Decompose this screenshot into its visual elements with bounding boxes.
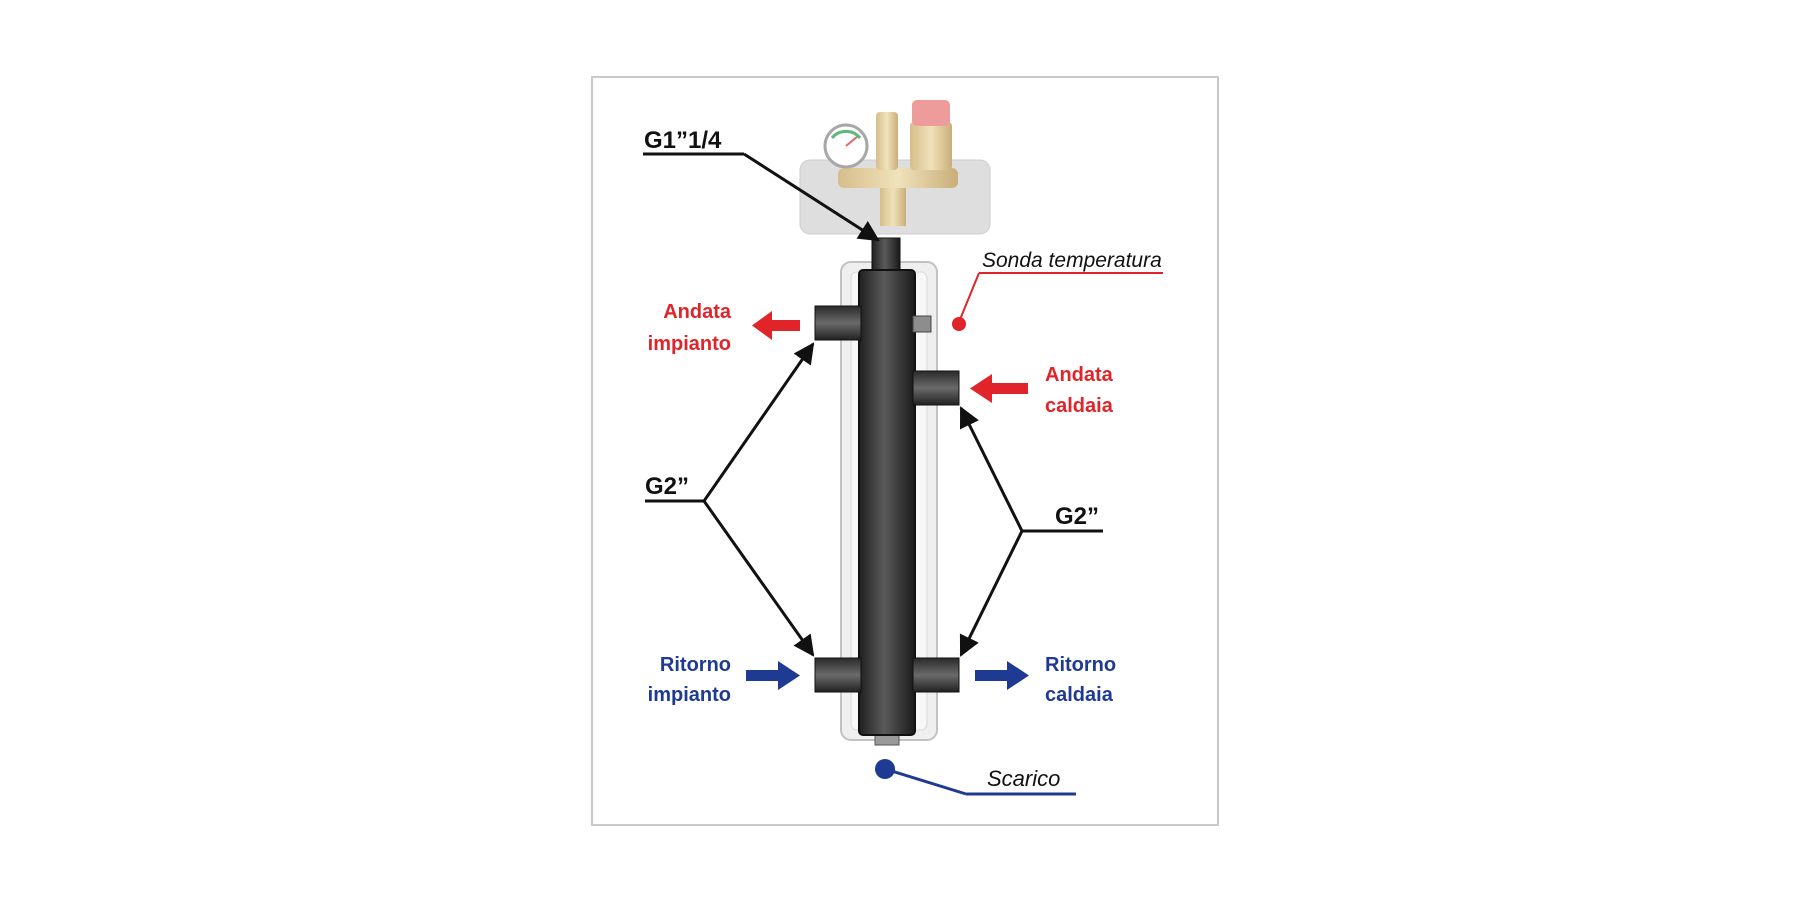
label-return-boiler-1: Ritorno bbox=[1045, 654, 1116, 676]
label-left-fitting: G2” bbox=[645, 473, 689, 500]
label-flow-system-2: impianto bbox=[648, 333, 731, 355]
top-fitting-stub bbox=[871, 237, 901, 271]
probe-point-icon bbox=[952, 317, 966, 331]
label-drain: Scarico bbox=[987, 766, 1060, 791]
arrow-ritorno-impianto-icon bbox=[746, 661, 800, 690]
label-top-fitting: G1”1/4 bbox=[644, 127, 722, 154]
side-connections bbox=[814, 305, 960, 693]
stub-ritorno-caldaia bbox=[912, 657, 960, 693]
brass-stem bbox=[880, 188, 906, 226]
leader-top-fitting bbox=[643, 152, 880, 242]
brass-manifold bbox=[838, 168, 958, 188]
arrow-ritorno-caldaia-icon bbox=[975, 661, 1029, 690]
stub-ritorno-impianto bbox=[814, 657, 862, 693]
label-right-fitting: G2” bbox=[1055, 503, 1099, 530]
air-vent-valve bbox=[876, 112, 898, 170]
label-return-boiler-2: caldaia bbox=[1045, 684, 1114, 706]
label-temperature-probe: Sonda temperatura bbox=[982, 249, 1162, 272]
label-return-system-1: Ritorno bbox=[660, 654, 731, 676]
safety-valve-cap bbox=[912, 100, 950, 126]
leader-drain bbox=[875, 759, 1076, 796]
safety-valve-body bbox=[910, 122, 952, 170]
leader-left-fittings bbox=[645, 342, 815, 657]
safety-group-illustration bbox=[799, 100, 991, 235]
leader-right-fittings bbox=[959, 406, 1103, 657]
stub-andata-caldaia bbox=[912, 370, 960, 406]
probe-pocket bbox=[912, 315, 932, 333]
leader-temperature-probe bbox=[952, 272, 1163, 331]
arrow-andata-impianto-icon bbox=[752, 311, 800, 340]
separator-body bbox=[858, 269, 916, 736]
label-flow-boiler-2: caldaia bbox=[1045, 395, 1114, 417]
label-flow-system-1: Andata bbox=[663, 301, 732, 323]
label-flow-boiler-1: Andata bbox=[1045, 364, 1114, 386]
label-return-system-2: impianto bbox=[648, 684, 731, 706]
arrow-andata-caldaia-icon bbox=[970, 374, 1028, 403]
stub-andata-impianto bbox=[814, 305, 862, 341]
